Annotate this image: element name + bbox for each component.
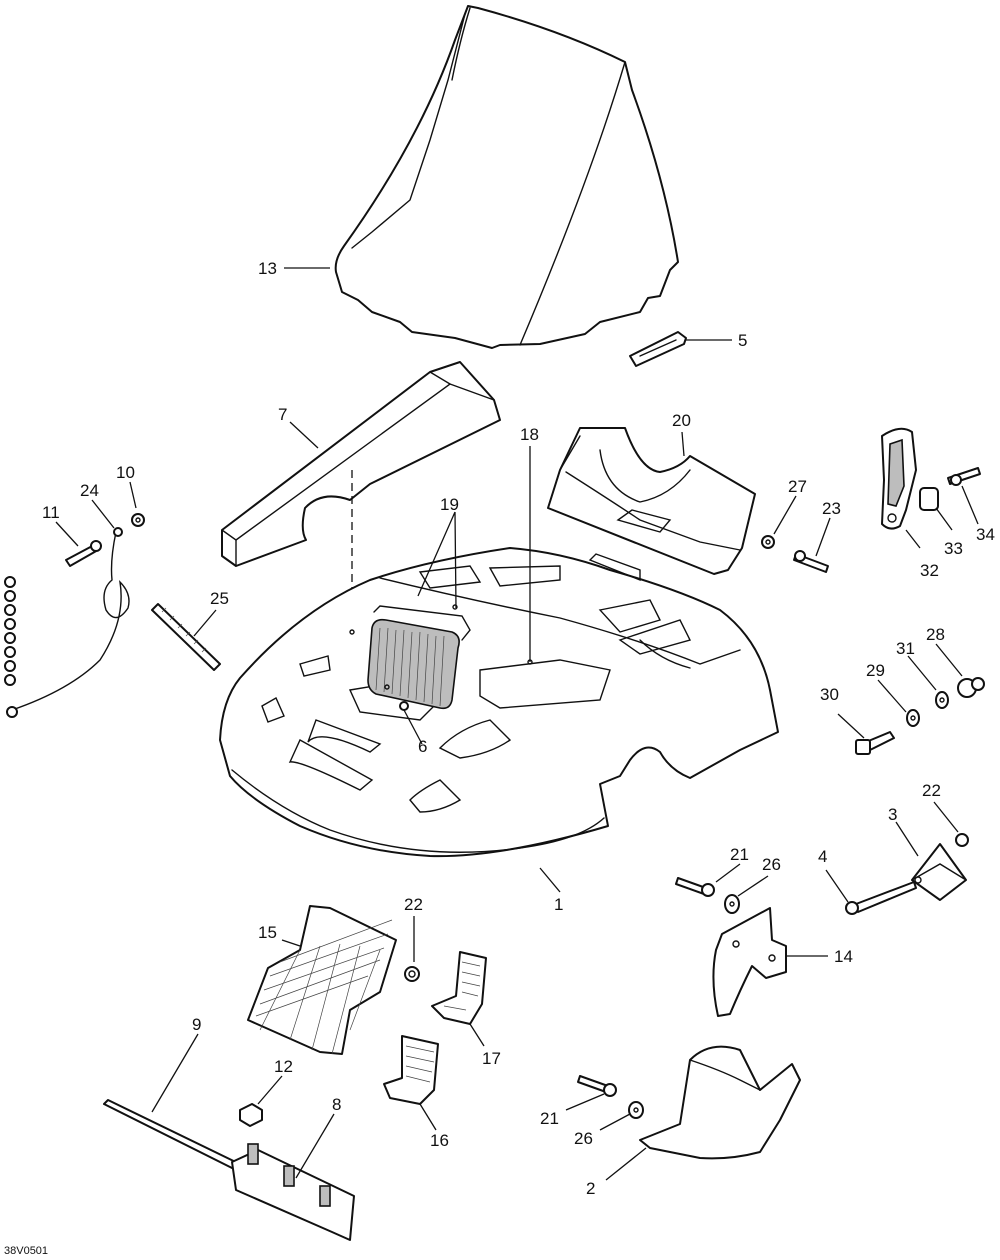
label-27: 27	[788, 477, 807, 496]
label-28: 28	[926, 625, 945, 644]
label-5: 5	[738, 331, 747, 350]
fastener-stack	[4, 576, 16, 686]
label-4: 4	[818, 847, 827, 866]
rod-9	[103, 1099, 249, 1175]
washer-26-upper	[724, 894, 740, 914]
leader-lines	[55, 267, 979, 1181]
washer-31	[935, 691, 949, 709]
label-1: 1	[554, 895, 563, 914]
label-10: 10	[116, 463, 135, 482]
spacer	[919, 487, 939, 511]
washer-29	[906, 709, 920, 727]
hood-handle	[881, 427, 917, 530]
label-13: 13	[258, 259, 277, 278]
label-12: 12	[274, 1057, 293, 1076]
label-20: 20	[672, 411, 691, 430]
washer-10	[131, 513, 145, 527]
bracket-14	[712, 907, 787, 1017]
washer-26-lower	[628, 1101, 644, 1119]
rivet-21-lower	[577, 1075, 617, 1097]
label-31: 31	[896, 639, 915, 658]
spring-25	[151, 603, 221, 671]
mesh-shield-15	[247, 905, 397, 1055]
label-22-mid: 22	[404, 895, 423, 914]
part-labels: 13 5 7 18 19 20 1 6 27 23 32 33 34 28 29…	[42, 259, 995, 1198]
label-16: 16	[430, 1131, 449, 1150]
console-tray	[547, 427, 756, 575]
rivet-34	[947, 467, 981, 486]
label-14: 14	[834, 947, 853, 966]
clip-part	[629, 331, 687, 367]
label-19: 19	[440, 495, 459, 514]
nut-12	[239, 1103, 263, 1127]
label-30: 30	[820, 685, 839, 704]
hood-hole-2	[349, 629, 355, 635]
label-18: 18	[520, 425, 539, 444]
label-17: 17	[482, 1049, 501, 1068]
label-8: 8	[332, 1095, 341, 1114]
headlight	[367, 605, 471, 710]
foam-strip	[221, 361, 501, 567]
label-33: 33	[944, 539, 963, 558]
windshield	[334, 5, 679, 349]
rivet-21-upper	[675, 877, 715, 897]
label-11: 11	[42, 503, 60, 522]
label-15: 15	[258, 923, 277, 942]
hood-hole-4	[452, 604, 458, 610]
label-34: 34	[976, 525, 995, 544]
washer-22-right	[955, 833, 969, 847]
rivet-11	[65, 540, 102, 567]
label-32: 32	[920, 561, 939, 580]
label-22-right: 22	[922, 781, 941, 800]
diagram-code: 38V0501	[4, 1245, 48, 1257]
bracket-16	[383, 1035, 439, 1105]
tether-cable	[6, 527, 130, 718]
label-3: 3	[888, 805, 897, 824]
label-2: 2	[586, 1179, 595, 1198]
label-25: 25	[210, 589, 229, 608]
hood	[219, 547, 779, 858]
mounting-plate-8	[231, 1143, 355, 1241]
washer-22-mid	[404, 966, 420, 982]
label-26-lower: 26	[574, 1129, 593, 1148]
hinge-block	[911, 843, 967, 901]
washer-27	[761, 535, 775, 549]
label-29: 29	[866, 661, 885, 680]
bracket-17	[431, 951, 487, 1025]
nut-28	[957, 677, 985, 698]
bolt-30	[855, 731, 895, 755]
label-21-lower: 21	[540, 1109, 559, 1128]
bolt-4	[845, 881, 917, 915]
label-6: 6	[418, 737, 427, 756]
side-cover-2	[639, 1045, 801, 1160]
hood-fastener	[399, 701, 409, 711]
label-9: 9	[192, 1015, 201, 1034]
rivet-23	[793, 550, 829, 573]
label-26-upper: 26	[762, 855, 781, 874]
label-7: 7	[278, 405, 287, 424]
headlight-lens-pattern	[375, 627, 445, 707]
label-21-upper: 21	[730, 845, 749, 864]
hood-hole	[384, 684, 390, 690]
label-24: 24	[80, 481, 99, 500]
label-23: 23	[822, 499, 841, 518]
